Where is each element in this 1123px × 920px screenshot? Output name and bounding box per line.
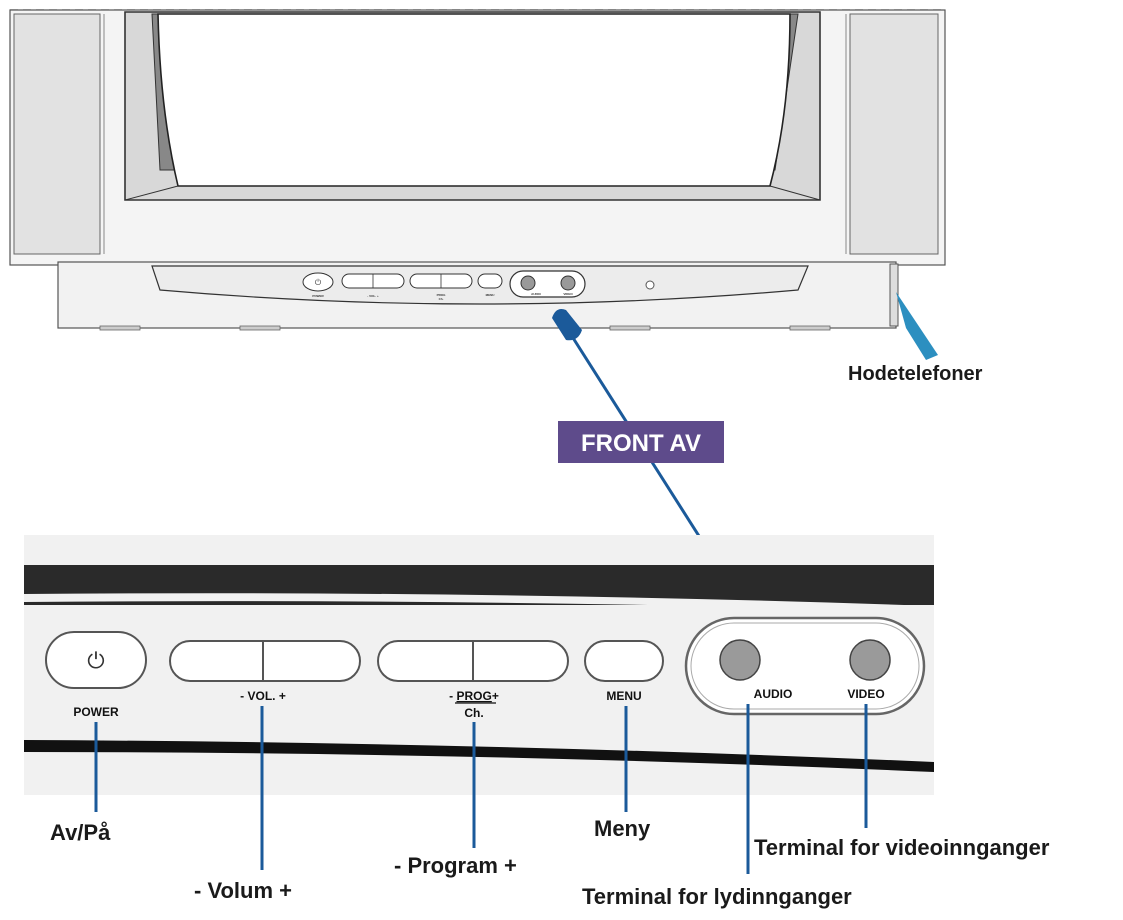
program-panel-suffix: +	[492, 689, 499, 703]
indicator-light-small	[645, 280, 655, 290]
headphone-jack-pointer	[896, 292, 938, 360]
screen	[157, 13, 791, 187]
video-jack	[849, 639, 891, 681]
audio-jack-small	[520, 275, 536, 291]
small-power-label: POWER	[312, 294, 324, 298]
small-prog-label: PROG	[437, 293, 447, 297]
small-menu-label: MENU	[486, 293, 495, 297]
small-video-label: VIDEO	[563, 292, 573, 296]
program-panel-label: - PROG+	[449, 689, 499, 703]
tv-base: ⏻ POWER - VOL. + PROG Ch. MENU AUDIO VID…	[57, 261, 899, 331]
small-audio-label: AUDIO	[531, 292, 541, 296]
small-ch-label: Ch.	[439, 297, 444, 301]
audio-jack	[719, 639, 761, 681]
front-av-label: FRONT AV	[581, 430, 701, 457]
program-callout: - Program +	[394, 853, 517, 878]
leader-lines	[94, 704, 868, 874]
av-input-panel	[684, 616, 926, 716]
right-speaker	[849, 13, 939, 255]
video-jack-small	[560, 275, 576, 291]
audio-panel-label: AUDIO	[754, 687, 793, 701]
video-panel-label: VIDEO	[847, 687, 884, 701]
tv-body	[9, 9, 946, 266]
power-callout: Av/På	[50, 820, 111, 845]
menu-panel-label: MENU	[606, 689, 641, 703]
volume-panel-label: - VOL. +	[240, 689, 286, 703]
headphones-label: Hodetelefoner	[848, 363, 983, 385]
menu-button	[584, 640, 664, 682]
small-vol-label: - VOL. +	[367, 294, 379, 298]
video-terminal-callout: Terminal for videoinnganger	[754, 835, 1050, 860]
volume-button	[169, 640, 361, 682]
audio-terminal-callout: Terminal for lydinnganger	[582, 884, 852, 909]
menu-callout: Meny	[594, 816, 651, 841]
power-button: ⏻	[45, 631, 147, 689]
channel-panel-label: Ch.	[464, 706, 483, 720]
power-panel-label: POWER	[73, 705, 119, 719]
power-icon: ⏻	[87, 648, 104, 673]
power-button-small-glyph: ⏻	[315, 278, 322, 287]
front-av-badge	[558, 421, 724, 463]
program-panel-prefix: -	[449, 689, 456, 703]
power-button-small	[302, 272, 334, 292]
volume-callout: - Volum +	[194, 878, 292, 903]
program-button	[377, 640, 569, 682]
menu-button-small	[477, 273, 503, 289]
program-panel-prog: PROG	[456, 689, 491, 703]
left-speaker	[13, 13, 101, 255]
